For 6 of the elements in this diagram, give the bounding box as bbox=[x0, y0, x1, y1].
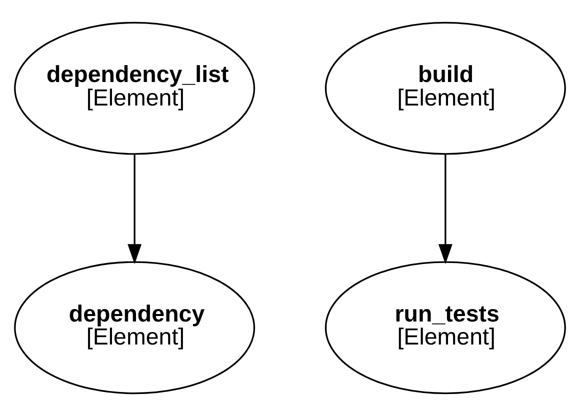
node-ellipse: run_tests [Element] bbox=[324, 260, 566, 394]
node-ellipse: build [Element] bbox=[324, 21, 566, 154]
arrow bbox=[128, 154, 142, 264]
node-ellipse: dependency [Element] bbox=[14, 260, 256, 394]
node-ellipse: dependency_list [Element] bbox=[14, 21, 256, 154]
arrow bbox=[438, 154, 452, 264]
